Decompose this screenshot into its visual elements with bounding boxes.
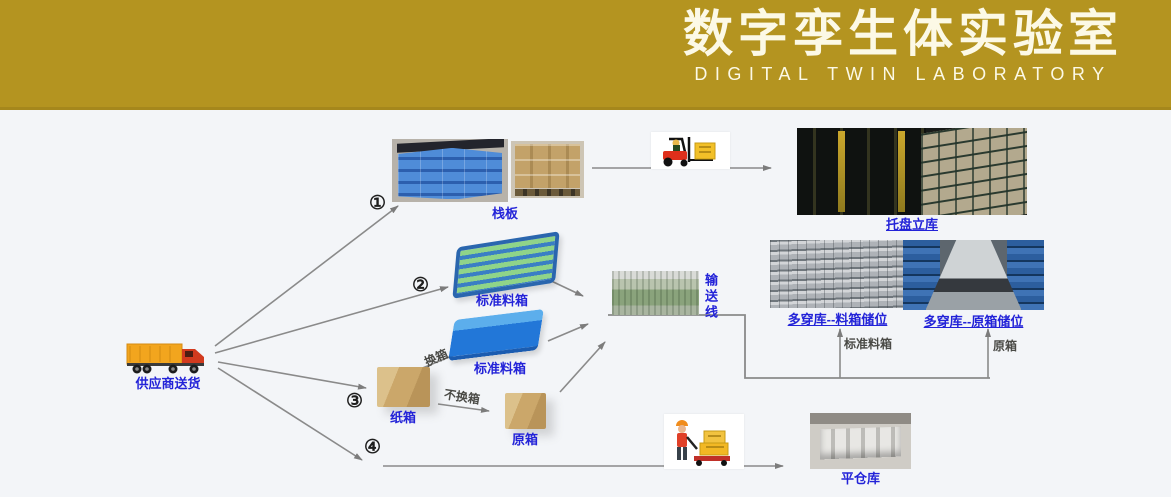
conveyor-label: 输送线 xyxy=(703,273,718,321)
step-3: ③ xyxy=(346,391,364,412)
repacked-tote-label: 标准料箱 xyxy=(473,361,526,376)
step-1: ① xyxy=(369,193,387,214)
shuttle-origin-photo xyxy=(903,240,1044,310)
title-english: DIGITAL TWIN LABORATORY xyxy=(694,64,1112,84)
header-band: 数字孪生体实验室 DIGITAL TWIN LABORATORY xyxy=(0,0,1171,110)
title-block: 数字孪生体实验室 DIGITAL TWIN LABORATORY xyxy=(683,7,1123,85)
pallet-asrs-photo xyxy=(797,128,1027,215)
pallet-asrs-label: 托盘立库 xyxy=(885,217,938,232)
step-2: ② xyxy=(412,275,430,296)
original-box-label: 原箱 xyxy=(511,432,538,447)
flat-warehouse-label: 平仓库 xyxy=(840,471,880,486)
tote-branch-label: 标准料箱 xyxy=(844,337,893,351)
blue-crate-pallet-photo xyxy=(392,139,508,202)
flow-diagram: 供应商送货 ① ② ③ ④ 栈板 标准料箱 标准料箱 换箱 纸箱 不换箱 原箱 xyxy=(0,107,1171,497)
forklift-icon xyxy=(663,137,716,167)
flat-warehouse-photo xyxy=(810,413,911,469)
step-4: ④ xyxy=(364,437,382,458)
forklift-card xyxy=(651,132,730,169)
carton-pallet-photo xyxy=(511,141,584,198)
shuttle-tote-label: 多穿库--料箱储位 xyxy=(787,312,888,327)
carton-box xyxy=(377,367,430,407)
origin-branch-label: 原箱 xyxy=(993,339,1018,353)
supplier-label: 供应商送货 xyxy=(135,376,201,391)
conveyor-photo xyxy=(612,271,699,315)
title-chinese: 数字孪生体实验室 xyxy=(683,6,1123,62)
porter-card xyxy=(664,414,744,469)
delivery-truck-icon xyxy=(126,343,204,374)
carton-label: 纸箱 xyxy=(389,410,416,425)
worker-pallet-jack-icon xyxy=(676,420,730,466)
original-box xyxy=(505,393,546,429)
shuttle-tote-photo xyxy=(770,240,905,308)
pallet-label: 栈板 xyxy=(491,206,518,221)
shuttle-origin-label: 多穿库--原箱储位 xyxy=(923,314,1024,329)
standard-tote-label: 标准料箱 xyxy=(475,293,528,308)
